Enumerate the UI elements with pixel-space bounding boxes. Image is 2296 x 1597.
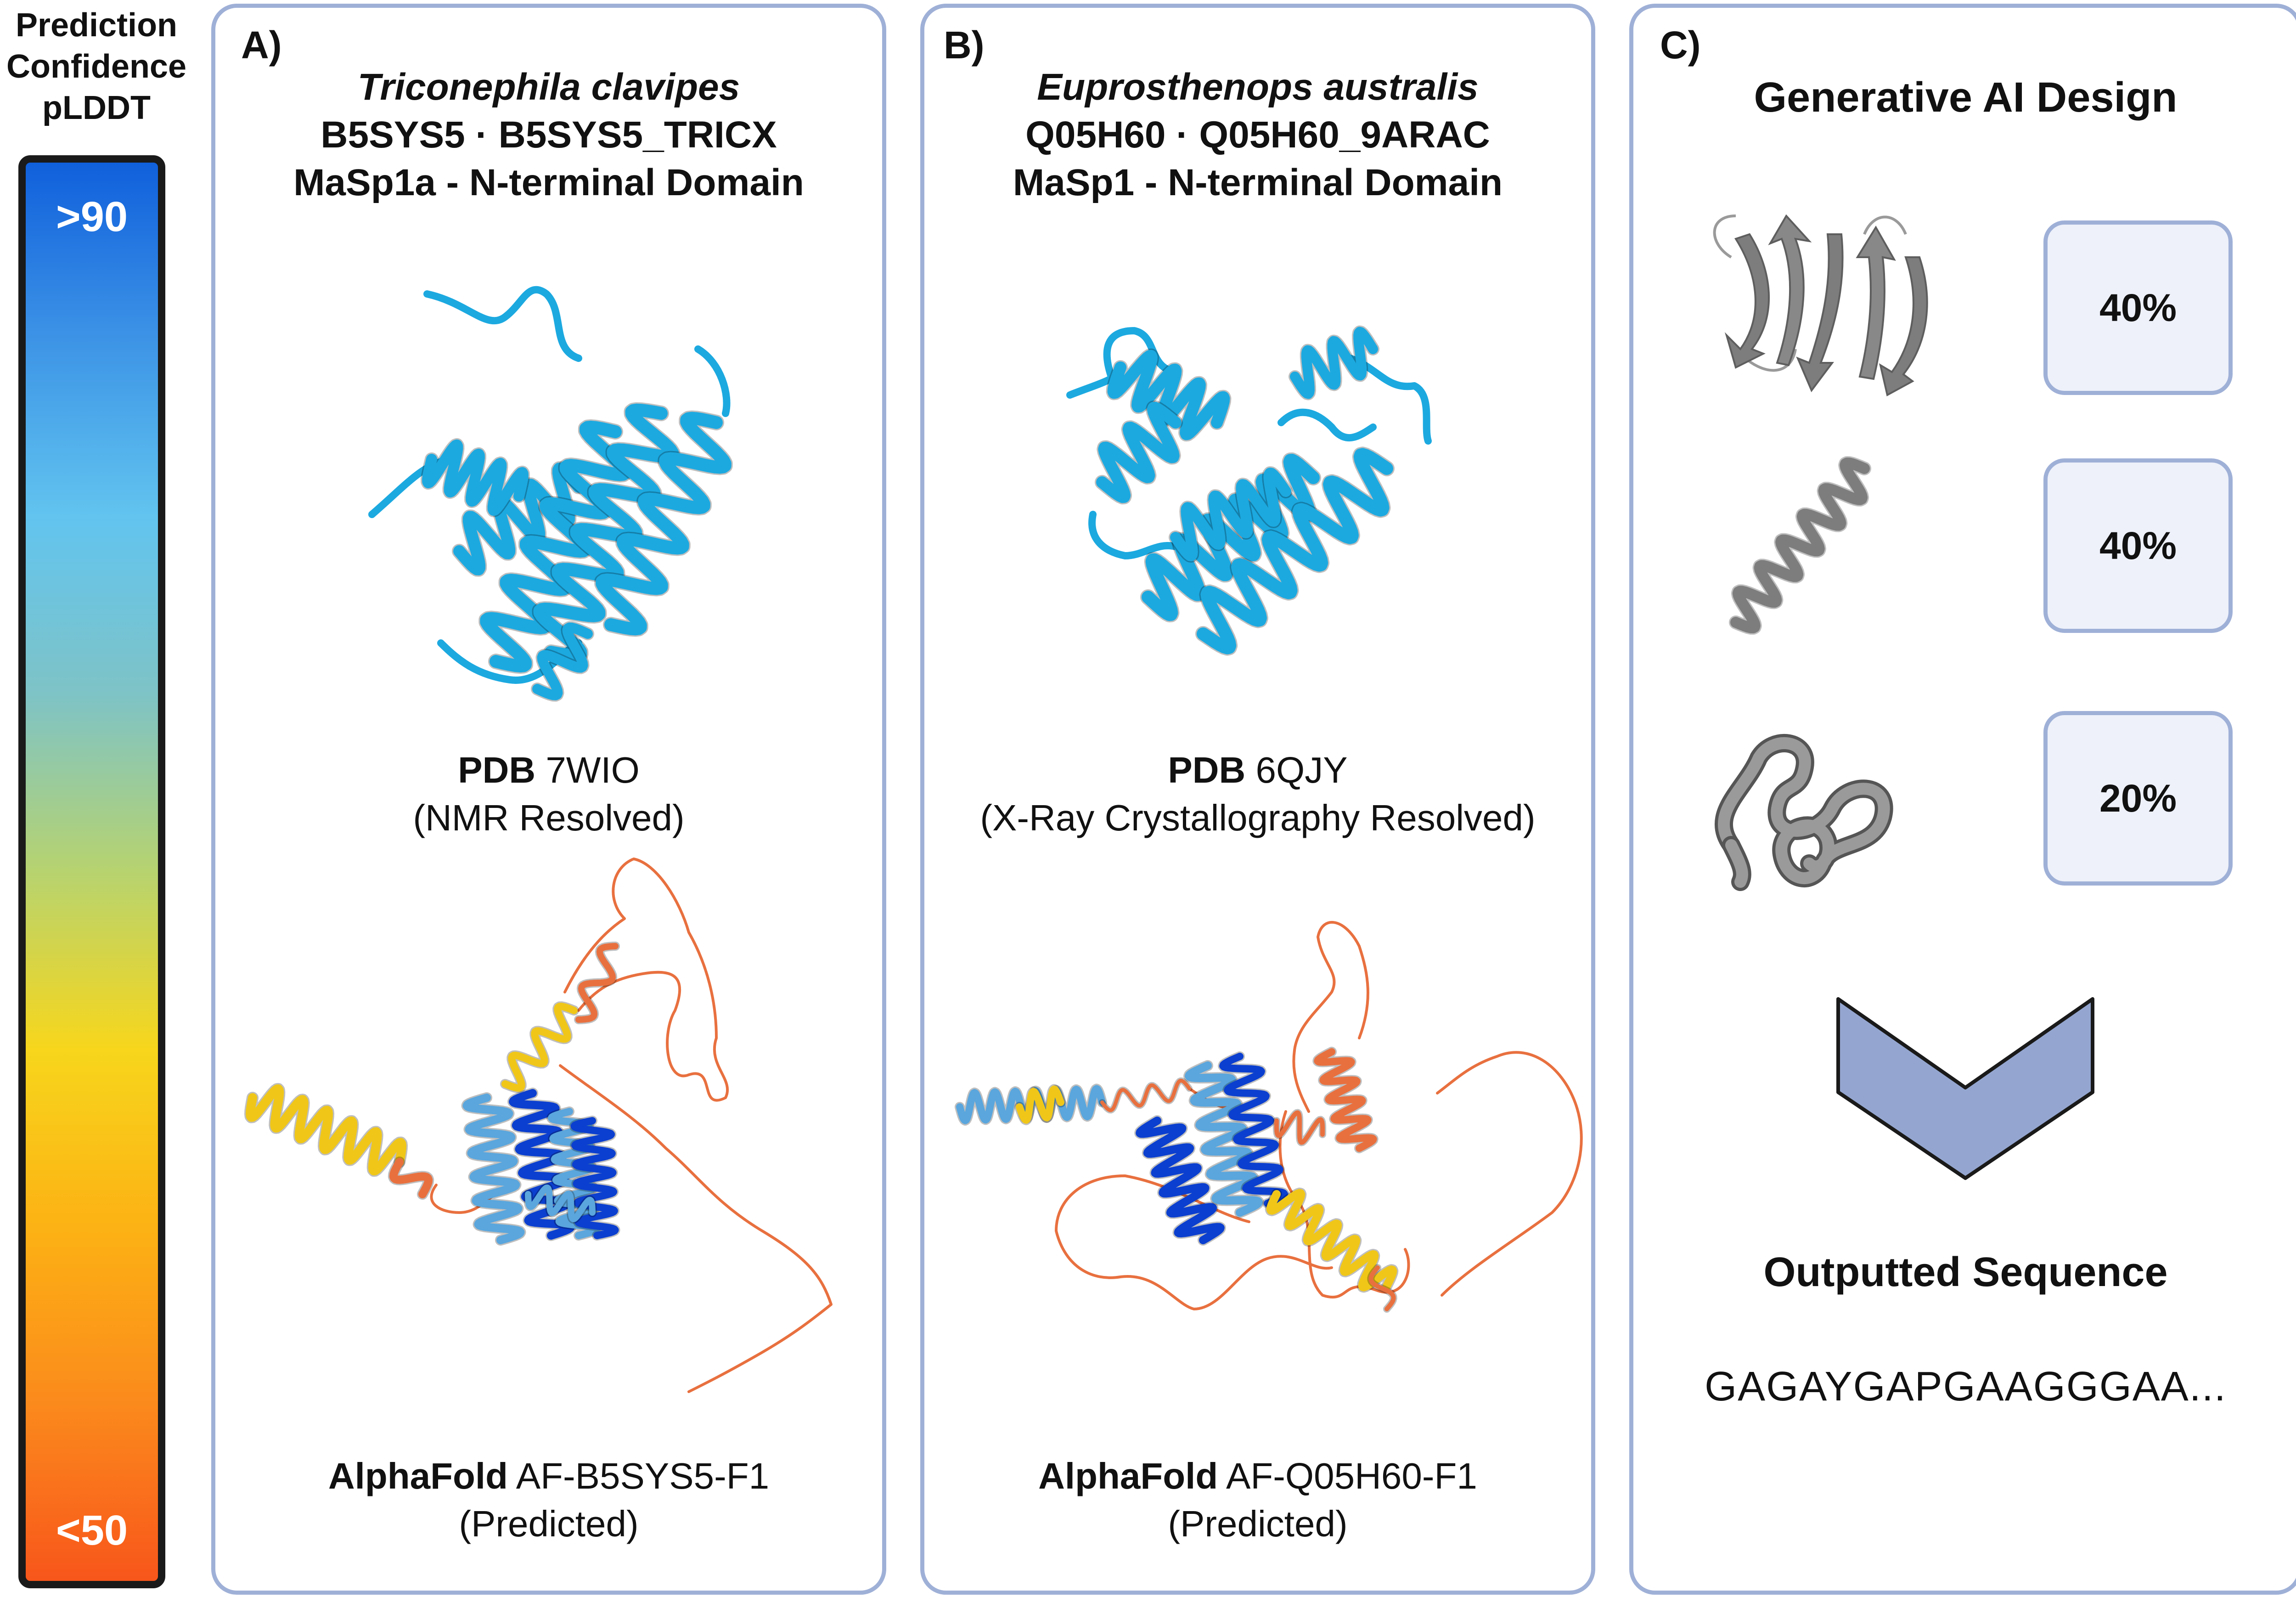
helix — [1140, 452, 1321, 622]
panel-b-pdb-caption: PDB 6QJY (X-Ray Crystallography Resolved… — [920, 746, 1595, 842]
alpha-helix-percent: 40% — [2043, 458, 2233, 633]
helix — [452, 461, 586, 577]
helix — [1183, 1060, 1264, 1218]
helix — [500, 1001, 579, 1093]
helix — [478, 419, 633, 674]
beta-sheet-percent: 40% — [2043, 220, 2233, 395]
scale-top-label: >90 — [56, 193, 128, 240]
helix — [1289, 325, 1379, 401]
panel-c-letter: C) — [1660, 23, 1701, 67]
panel-b-af-label: AlphaFold — [1038, 1456, 1218, 1496]
helix — [1014, 1084, 1066, 1125]
helix — [523, 1183, 597, 1224]
panel-a-accession: B5SYS5 · B5SYS5_TRICX — [321, 114, 777, 156]
scale-bottom-label: <50 — [56, 1507, 128, 1554]
panel-b-header: Euprosthenops australis Q05H60 · Q05H60_… — [920, 63, 1595, 207]
helix — [1099, 1077, 1193, 1114]
helix — [531, 621, 594, 702]
helix — [1195, 446, 1395, 656]
panel-b-pdb-label: PDB — [1168, 750, 1246, 790]
panel-b-af-note: (Predicted) — [1168, 1503, 1348, 1544]
random-coil-percent: 20% — [2043, 711, 2233, 886]
panel-a-pdb-caption: PDB 7WIO (NMR Resolved) — [211, 746, 886, 842]
helix — [388, 1157, 434, 1200]
panel-a-header: Triconephila clavipes B5SYS5 · B5SYS5_TR… — [211, 63, 886, 207]
panel-a-letter: A) — [241, 23, 282, 67]
helix — [1218, 1051, 1289, 1208]
panel-a-species: Triconephila clavipes — [357, 66, 740, 108]
panel-b-pdb-id: 6QJY — [1255, 750, 1348, 790]
helix — [421, 438, 530, 518]
helix — [461, 1092, 526, 1246]
panel-b-accession: Q05H60 · Q05H60_9ARAC — [1025, 114, 1490, 156]
panel-b — [920, 4, 1595, 1595]
panel-b-domain: MaSp1 - N-terminal Domain — [1013, 162, 1503, 203]
output-sequence: GAGAYGAPGAAGGGAA... — [1705, 1364, 2227, 1410]
output-sequence-title: Outputted Sequence — [1763, 1249, 2168, 1295]
panel-a-af-caption: AlphaFold AF-B5SYS5-F1 (Predicted) — [211, 1452, 886, 1548]
helix — [569, 1116, 620, 1241]
panel-a-pdb-method: (NMR Resolved) — [413, 797, 685, 838]
helix — [1106, 348, 1232, 442]
panel-b-species: Euprosthenops australis — [1037, 66, 1479, 108]
helix — [1312, 1047, 1379, 1153]
panel-b-af-id: AF-Q05H60-F1 — [1226, 1456, 1477, 1496]
panel-a-domain: MaSp1a - N-terminal Domain — [293, 162, 804, 203]
helix — [1367, 1264, 1397, 1313]
legend-title-line1: Prediction — [15, 7, 178, 44]
panel-b-letter: B) — [944, 23, 985, 67]
panel-a-pdb-label: PDB — [458, 750, 536, 790]
panel-c-title: Generative AI Design — [1754, 74, 2178, 121]
plddt-color-scale — [18, 155, 165, 1588]
helix — [594, 410, 733, 637]
panel-a-af-id: AF-B5SYS5-F1 — [516, 1456, 770, 1496]
legend-title-line3: pLDDT — [42, 90, 151, 126]
helix — [1095, 400, 1183, 505]
panel-a-pdb-id: 7WIO — [546, 750, 640, 790]
panel-a-af-note: (Predicted) — [459, 1503, 639, 1544]
helix — [574, 942, 620, 1024]
helix — [1169, 466, 1293, 563]
helix — [1729, 456, 1871, 635]
panel-a — [211, 4, 886, 1595]
legend-title-line2: Confidence — [6, 48, 187, 85]
helix — [244, 1083, 408, 1177]
panel-a-af-label: AlphaFold — [328, 1456, 508, 1496]
helix — [1272, 1109, 1327, 1146]
legend-title: Prediction Confidence pLDDT — [0, 5, 193, 129]
helix — [1134, 1115, 1226, 1246]
panel-b-af-caption: AlphaFold AF-Q05H60-F1 (Predicted) — [920, 1452, 1595, 1548]
helix — [532, 402, 681, 664]
helix — [1265, 1187, 1399, 1293]
panel-b-pdb-method: (X-Ray Crystallography Resolved) — [980, 797, 1536, 838]
